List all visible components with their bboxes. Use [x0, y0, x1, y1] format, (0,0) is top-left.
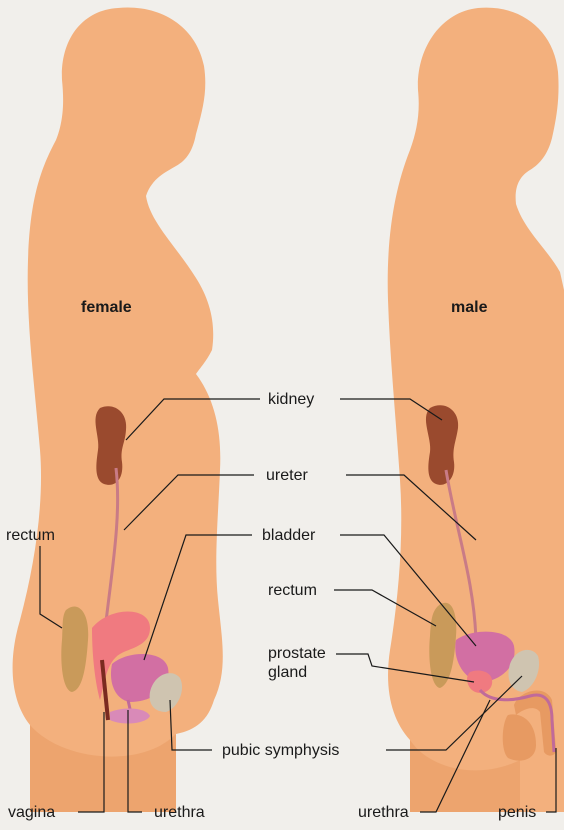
ureter-label: ureter: [266, 466, 308, 485]
pubic-symphysis-label: pubic symphysis: [222, 741, 339, 760]
prostate-gland-label: prostate gland: [268, 644, 326, 682]
female-title: female: [81, 298, 132, 317]
male-kidney: [426, 405, 458, 485]
urethra-label-right: urethra: [358, 803, 409, 822]
female-kidney: [95, 406, 126, 485]
urethra-label-left: urethra: [154, 803, 205, 822]
rectum-label-left: rectum: [6, 526, 55, 545]
vagina-label: vagina: [8, 803, 55, 822]
rectum-label-center: rectum: [268, 581, 317, 600]
penis-label: penis: [498, 803, 536, 822]
bladder-label: bladder: [262, 526, 315, 545]
male-title: male: [451, 298, 487, 317]
kidney-label: kidney: [268, 390, 314, 409]
